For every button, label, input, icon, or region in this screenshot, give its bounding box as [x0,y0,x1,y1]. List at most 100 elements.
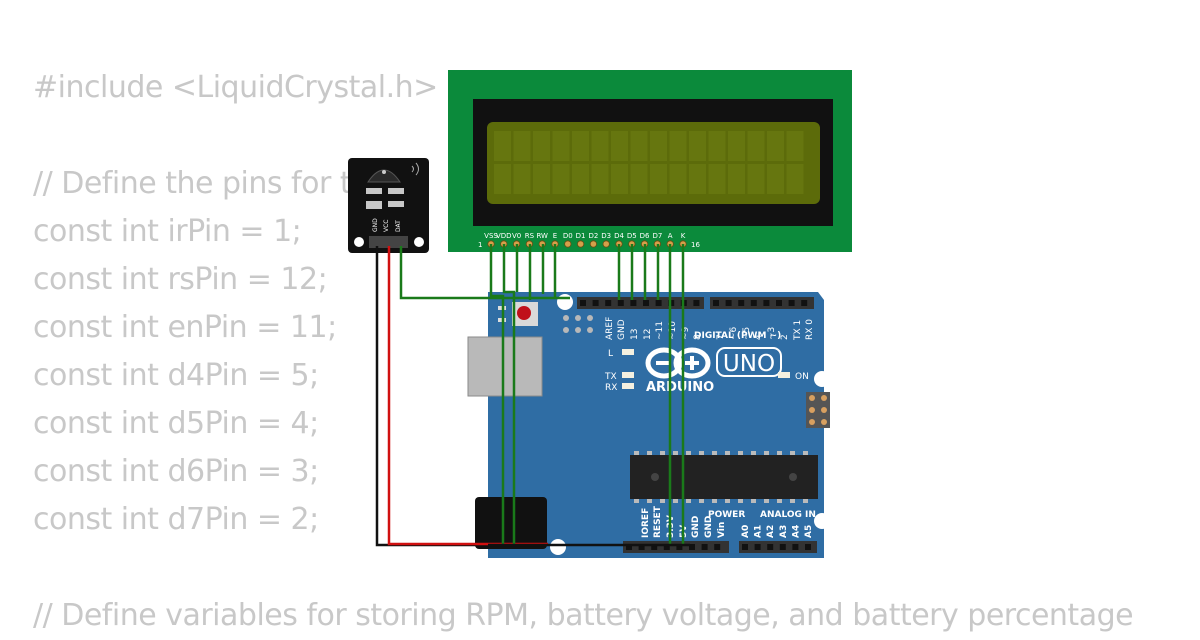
status-leds: L TX RX ON [604,349,809,393]
ir-pin-label: GND [372,218,379,232]
arduino-logo: UNO ARDUINO [645,347,782,395]
code-line: const int d5Pin = 4; [33,406,319,441]
lcd-char-cell [552,164,570,194]
reset-button[interactable] [517,306,531,320]
logo-plus-v [690,356,694,370]
digital-socket [788,300,795,306]
power-pin-label: Vin [717,522,727,538]
analog-socket [779,544,786,550]
atmega-chip [630,455,818,499]
chip-leg [647,451,652,455]
logo-infinity-left [645,347,683,379]
digital-pin-label: RX 0 [805,319,815,340]
chip-dot [789,473,797,481]
lcd-char-cell [728,131,745,161]
lcd-pin-label: D7 [652,232,662,240]
led-rx-icon [622,383,634,389]
chip-leg [699,451,704,455]
led-l-icon [622,349,634,355]
lcd-pin-first: 1 [478,241,482,249]
ir-receiver-lens [382,170,386,174]
power-pin-label: GND [691,516,701,538]
analog-socket [805,544,811,550]
ir-pin-label: VCC [383,220,390,232]
mounting-hole [550,539,566,555]
lcd-char-cell [494,164,511,194]
ir-header [369,236,408,248]
analog-socket [767,544,774,550]
lcd-pin-label: A [668,232,673,240]
lcd-char-cell [533,131,550,161]
lcd-pin-label: D6 [640,232,650,240]
lcd-char-cell [513,131,531,161]
analog-pin-label: A4 [791,525,801,538]
digital-socket [605,300,612,306]
lcd-char-cell [767,131,784,161]
power-socket [676,544,683,550]
digital-socket [763,300,770,306]
chip-leg [686,451,691,455]
code-line: // Define variables for storing RPM, bat… [33,598,1134,633]
analog-socket [792,544,799,550]
chip-leg [803,451,808,455]
digital-pin-label: 8 [693,334,703,340]
analog-header-label: ANALOG IN [760,510,816,520]
power-pin-label: RESET [653,505,663,538]
power-socket [701,544,708,550]
lcd-char-cell [650,164,667,194]
ir-smd-part [388,188,404,194]
analog-pin-label: A0 [741,525,751,538]
power-socket [638,544,645,550]
lcd-char-cell [669,131,687,161]
chip-leg [751,499,756,503]
code-line: const int enPin = 11; [33,310,337,345]
lcd-pin-label: D0 [563,232,573,240]
lcd-char-cell [786,131,804,161]
digital-pin-label: ~9 [681,326,691,340]
lcd-char-cell [572,164,589,194]
digital-socket [617,300,624,306]
code-line: const int d6Pin = 3; [33,454,319,489]
digital-pin-label: 12 [643,329,653,340]
lcd-pin-label: VDD [496,232,512,240]
lcd-pin-label: D4 [614,232,624,240]
lcd-char-cell [689,131,706,161]
chip-leg [738,499,743,503]
arduino-brand-label: ARDUINO [646,380,714,395]
lcd-char-cell [728,164,745,194]
analog-pin-label: A2 [766,525,776,538]
chip-leg [699,499,704,503]
wires [375,244,690,547]
chip-leg [712,451,717,455]
icsp-header-right [806,392,830,428]
digital-pin-label: ~3 [767,327,777,340]
lcd-char-cell [689,164,706,194]
digital-socket [776,300,782,306]
analog-pin-label: A1 [754,525,764,538]
lcd-pin [576,240,585,248]
power-socket [651,544,658,550]
digital-socket [630,300,637,306]
ir-mount-hole [414,237,424,247]
digital-pin-label: 4 [754,334,764,340]
chip-leg [764,499,769,503]
ir-mount-hole [354,237,364,247]
lcd-char-cell [552,131,570,161]
digital-socket [643,300,649,306]
power-pin-label: IOREF [641,508,651,538]
chip-leg [725,451,730,455]
led-on-icon [778,372,790,378]
lcd-character-grid [494,131,804,194]
power-socket [663,544,670,550]
lcd-char-cell [572,131,589,161]
lcd-pin-label: E [553,232,557,240]
chip-leg [725,499,730,503]
bottom-header-sockets [626,544,811,550]
lcd-char-cell [611,131,628,161]
power-socket [689,544,695,550]
